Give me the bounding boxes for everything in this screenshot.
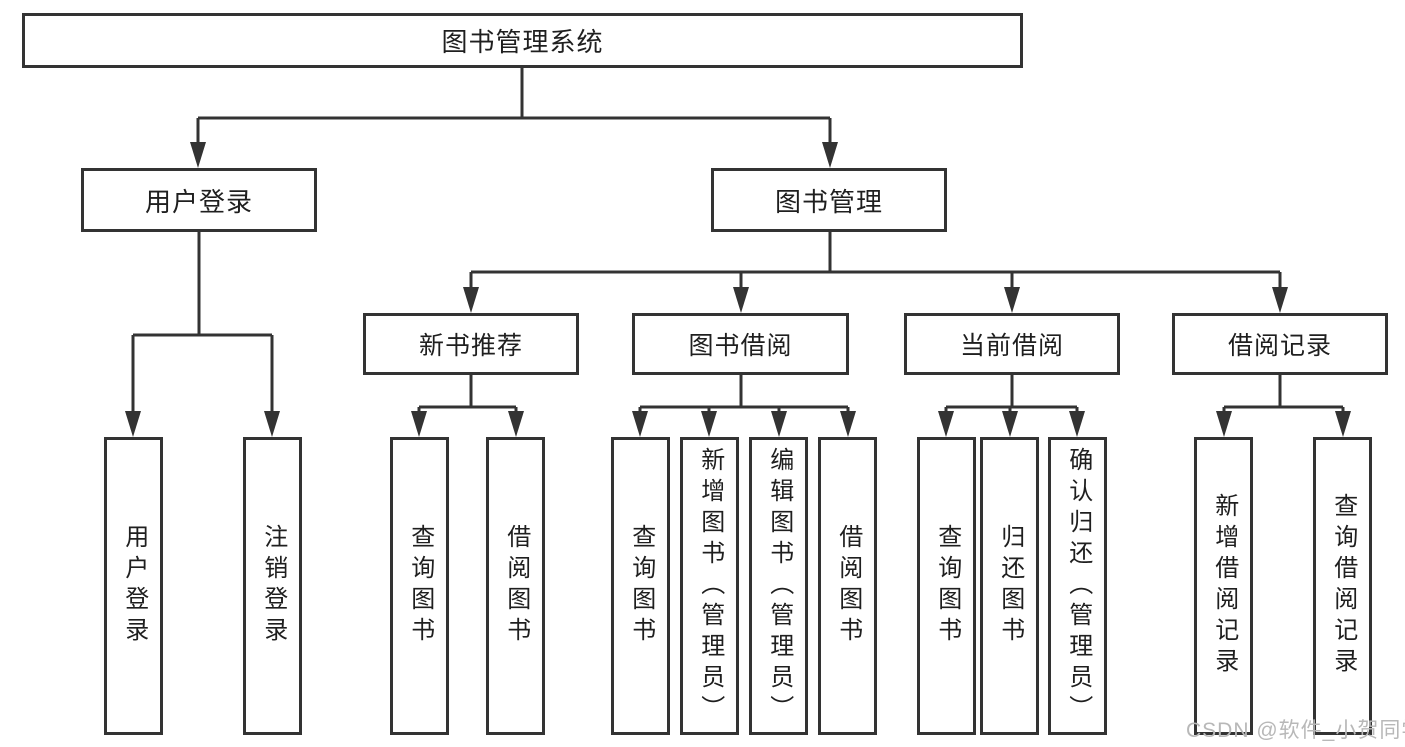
node-library-management-system: 图书管理系统: [22, 13, 1023, 68]
node-label: 用户登录: [144, 186, 253, 217]
node-borrowing-records: 借阅记录: [1172, 313, 1388, 375]
node-current-borrowing: 当前借阅: [904, 313, 1120, 375]
leaf-query-books-recommend: 查询图书: [390, 437, 449, 735]
node-book-management: 图书管理: [711, 168, 947, 232]
leaf-label: 借阅图书: [834, 524, 862, 648]
leaf-label: 查询图书: [406, 524, 434, 648]
node-label: 图书借阅: [688, 332, 793, 360]
leaf-return-book: 归还图书: [980, 437, 1039, 735]
node-user-login: 用户登录: [81, 168, 317, 232]
leaf-add-borrow-record: 新增借阅记录: [1194, 437, 1253, 735]
leaf-label: 新增借阅记录: [1210, 493, 1238, 679]
leaf-label: 用户登录: [120, 524, 148, 648]
leaf-label: 确认归还（管理员）: [1064, 446, 1092, 726]
leaf-label: 新增图书（管理员）: [696, 446, 724, 726]
leaf-borrow-books-borrow: 借阅图书: [818, 437, 877, 735]
leaf-query-books-borrow: 查询图书: [611, 437, 670, 735]
leaf-label: 查询借阅记录: [1329, 493, 1357, 679]
leaf-label: 注销登录: [259, 524, 287, 648]
leaf-label: 归还图书: [996, 524, 1024, 648]
leaf-label: 借阅图书: [502, 524, 530, 648]
leaf-query-books-current: 查询图书: [917, 437, 976, 735]
node-label: 借阅记录: [1227, 332, 1332, 360]
node-label: 图书管理: [774, 186, 883, 217]
leaf-query-borrow-record: 查询借阅记录: [1313, 437, 1372, 735]
node-new-book-recommend: 新书推荐: [363, 313, 579, 375]
leaf-confirm-return-admin: 确认归还（管理员）: [1048, 437, 1107, 735]
node-label: 图书管理系统: [441, 27, 604, 57]
watermark-text: CSDN @软件_小贺同学: [1186, 719, 1405, 742]
node-label: 当前借阅: [959, 332, 1064, 360]
node-book-borrowing: 图书借阅: [632, 313, 849, 375]
leaf-label: 查询图书: [933, 524, 961, 648]
leaf-edit-book-admin: 编辑图书（管理员）: [749, 437, 808, 735]
leaf-label: 编辑图书（管理员）: [765, 446, 793, 726]
leaf-add-book-admin: 新增图书（管理员）: [680, 437, 739, 735]
node-label: 新书推荐: [418, 332, 523, 360]
leaf-user-login: 用户登录: [104, 437, 163, 735]
leaf-borrow-books-recommend: 借阅图书: [486, 437, 545, 735]
leaf-label: 查询图书: [627, 524, 655, 648]
leaf-logout: 注销登录: [243, 437, 302, 735]
